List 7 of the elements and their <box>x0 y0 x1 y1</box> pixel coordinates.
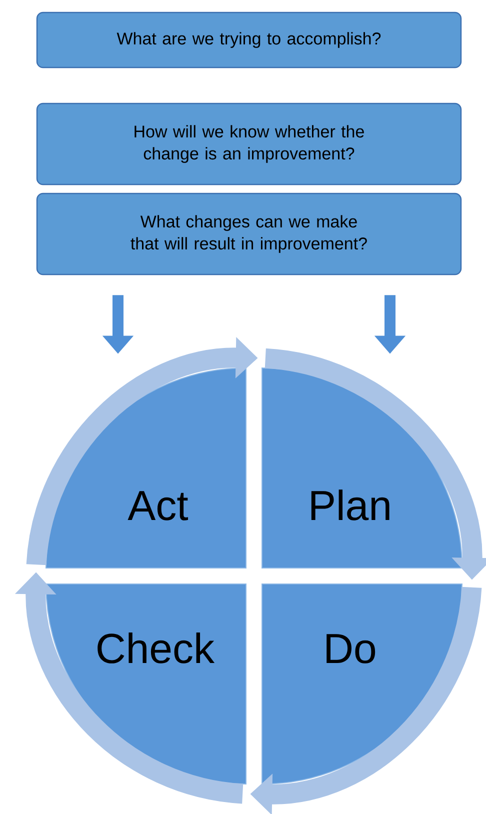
question-box: What are we trying to accomplish? <box>36 12 462 68</box>
quadrant: Do <box>262 584 462 784</box>
quadrant: Plan <box>262 368 462 568</box>
quadrant: Check <box>46 584 246 784</box>
question-box: How will we know whether the change is an improvement? <box>36 102 462 186</box>
question-box: What changes can we make that will result in improvement? <box>36 192 462 276</box>
quadrant: Act <box>46 368 246 568</box>
